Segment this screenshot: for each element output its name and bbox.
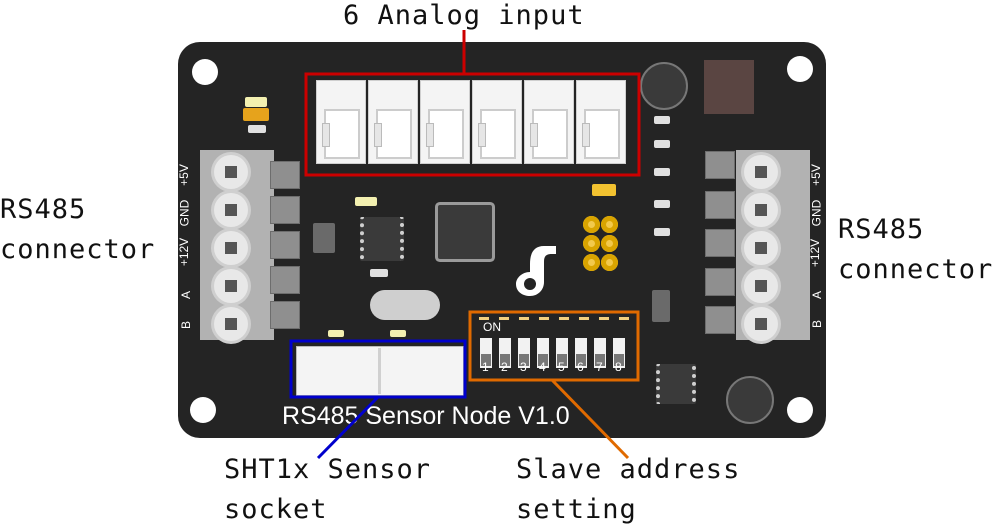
- dip-switch-2[interactable]: [499, 338, 511, 368]
- callout-rs485-left-line1: RS485: [0, 194, 87, 225]
- dip-switch-tick: [499, 317, 509, 320]
- smd-resistor: [654, 168, 670, 176]
- dip-switch-number: 7: [596, 360, 603, 374]
- dip-switch-3[interactable]: [518, 338, 530, 368]
- dip-switch-4[interactable]: [537, 338, 549, 368]
- dip-switch-number: 4: [539, 360, 546, 374]
- dip-switch-on-label: ON: [483, 320, 501, 334]
- header-pad: [583, 254, 600, 271]
- dip-switch-5[interactable]: [556, 338, 568, 368]
- dip-switch-number: 2: [501, 360, 508, 374]
- dip-switch-tick: [519, 317, 529, 320]
- dip-switch-number: 1: [482, 360, 489, 374]
- dfrobot-logo-icon: [516, 246, 556, 296]
- header-pad: [583, 216, 600, 233]
- fiducial-mark-top: [640, 62, 688, 110]
- analog-connector: [472, 80, 522, 164]
- right-terminal-tab: [705, 229, 735, 257]
- dip-switch-tick: [619, 317, 629, 320]
- dip-switch-number: 3: [520, 360, 527, 374]
- sht1x-highlight-box: [289, 339, 467, 399]
- dip-switch-tick: [579, 317, 589, 320]
- mounting-hole-top-left: [192, 59, 218, 85]
- callout-slave-address-line1: Slave address: [516, 454, 741, 485]
- header-pad: [601, 235, 618, 252]
- callout-sht1x-line2: socket: [224, 494, 328, 525]
- mounting-hole-top-right: [787, 56, 813, 82]
- left-terminal-block: [200, 150, 274, 341]
- left-terminal-tab: [270, 266, 300, 294]
- dip-switch-6[interactable]: [575, 338, 587, 368]
- dip-switch-tick: [479, 317, 489, 320]
- left-terminal-tab: [270, 196, 300, 224]
- dip-switch-tick: [599, 317, 609, 320]
- voltage-regulator: [704, 60, 754, 114]
- analog-connector: [420, 80, 470, 164]
- left-terminal-tab: [270, 301, 300, 329]
- callout-rs485-right-line2: connector: [838, 254, 994, 285]
- callout-analog-input: 6 Analog input: [343, 0, 585, 31]
- smd-resistor: [370, 269, 388, 277]
- smd-led: [245, 97, 267, 107]
- smd-led: [390, 330, 406, 337]
- analog-connector: [524, 80, 574, 164]
- analog-connector: [316, 80, 366, 164]
- callout-rs485-right-line1: RS485: [838, 214, 925, 245]
- dip-switch-tick: [559, 317, 569, 320]
- header-pad: [583, 235, 600, 252]
- mounting-hole-bottom-left: [190, 397, 216, 423]
- callout-rs485-left-line2: connector: [0, 234, 156, 265]
- slave-address-leader-line: [550, 378, 630, 460]
- dip-switch-number: 8: [615, 360, 622, 374]
- dip-switch-number: 5: [558, 360, 565, 374]
- callout-slave-address-line2: setting: [516, 494, 637, 525]
- board-title: RS485 Sensor Node V1.0: [282, 402, 570, 430]
- ic-chip-qfp: [438, 205, 492, 259]
- analog-connector: [576, 80, 626, 164]
- smd-component: [652, 290, 670, 322]
- left-terminal-tab: [270, 231, 300, 259]
- smd-component: [313, 223, 335, 253]
- fiducial-mark-bottom: [726, 376, 774, 424]
- dip-switch-tick: [539, 317, 549, 320]
- smd-resistor: [654, 228, 670, 236]
- right-terminal-tab: [705, 268, 735, 296]
- smd-led: [328, 330, 344, 337]
- smd-resistor: [654, 200, 670, 208]
- header-pad: [601, 216, 618, 233]
- right-terminal-tab: [705, 151, 735, 179]
- right-terminal-block: [736, 150, 810, 341]
- analog-connector: [368, 80, 418, 164]
- analog-input-highlight-box: [304, 72, 641, 177]
- smd-resistor: [654, 116, 670, 124]
- right-terminal-tab: [705, 306, 735, 334]
- left-terminal-tab: [270, 161, 300, 189]
- callout-sht1x-line1: SHT1x Sensor: [224, 454, 432, 485]
- sht1x-socket-divider: [378, 348, 381, 394]
- slave-address-highlight-box: [468, 310, 640, 382]
- ic-chip-soic: [656, 364, 696, 404]
- smd-capacitor: [592, 184, 616, 196]
- smd-resistor: [654, 140, 670, 148]
- dip-switch-8[interactable]: [613, 338, 625, 368]
- right-terminal-tab: [705, 191, 735, 219]
- dip-switch-1[interactable]: [480, 338, 492, 368]
- smd-capacitor: [243, 108, 269, 121]
- dip-switch-number: 6: [577, 360, 584, 374]
- header-pad: [601, 254, 618, 271]
- smd-led: [355, 197, 377, 206]
- ic-chip-soic: [360, 217, 404, 261]
- smd-resistor: [248, 125, 266, 133]
- mounting-hole-bottom-right: [787, 397, 813, 423]
- dip-switch-7[interactable]: [594, 338, 606, 368]
- sht1x-leader-line: [316, 395, 380, 460]
- crystal-oscillator: [370, 290, 440, 320]
